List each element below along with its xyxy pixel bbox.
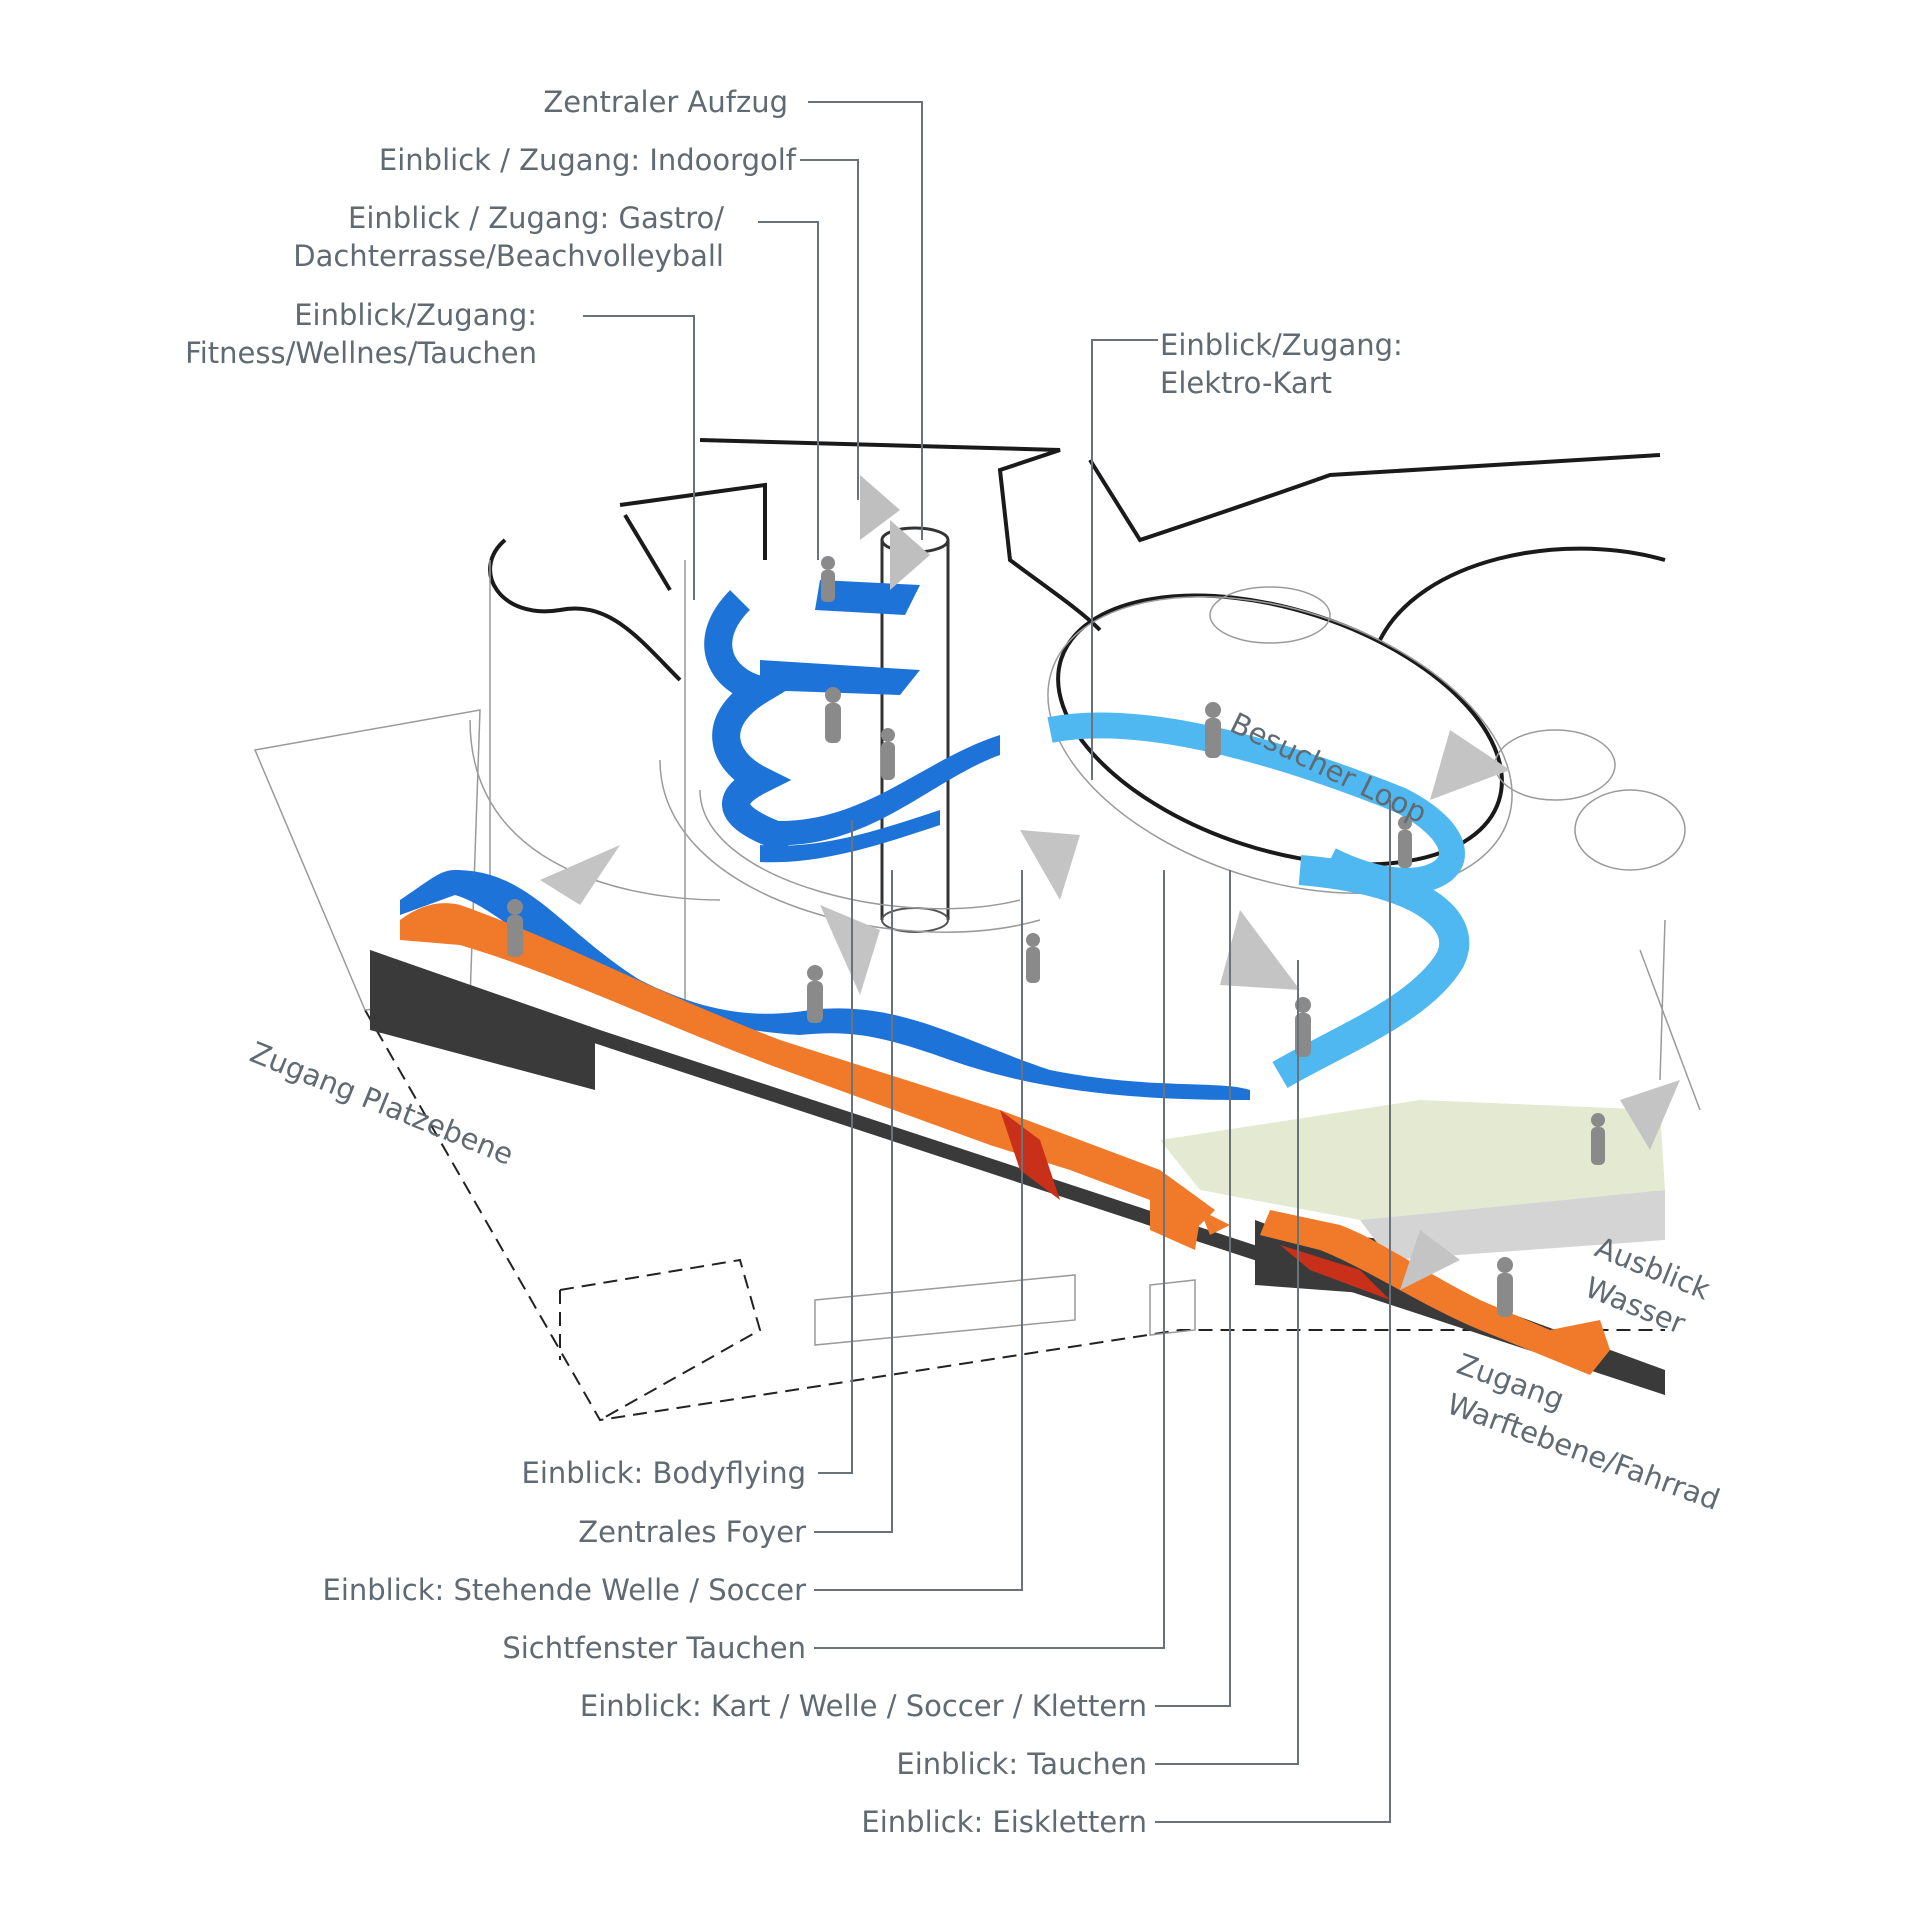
label-sichtfenster: Sichtfenster Tauchen — [502, 1631, 806, 1665]
sightline-cones — [540, 475, 1680, 1290]
person — [1026, 933, 1040, 983]
label-fitness-line2: Fitness/Wellnes/Tauchen — [185, 336, 537, 370]
person — [821, 556, 835, 602]
label-eisklettern: Einblick: Eisklettern — [861, 1805, 1147, 1839]
label-elektro-line2: Elektro-Kart — [1160, 366, 1332, 400]
label-tauchen: Einblick: Tauchen — [896, 1747, 1147, 1781]
label-kart-welle: Einblick: Kart / Welle / Soccer / Klette… — [580, 1689, 1147, 1723]
person — [507, 899, 523, 957]
label-zentrales-foyer: Zentrales Foyer — [578, 1515, 806, 1549]
label-warft-line2: Warftebene/Fahrrad — [1443, 1387, 1725, 1517]
label-elektro-line1: Einblick/Zugang: — [1160, 328, 1403, 362]
label-indoorgolf: Einblick / Zugang: Indoorgolf — [379, 143, 797, 177]
person — [825, 687, 841, 743]
orange-access-path — [400, 903, 1610, 1375]
leader-lines — [583, 101, 1391, 1823]
person — [1497, 1257, 1513, 1317]
label-gastro-line1: Einblick / Zugang: Gastro/ — [348, 201, 724, 235]
lower-level-outline — [364, 1009, 1665, 1422]
red-stairs — [1000, 1110, 1390, 1300]
person — [881, 728, 895, 780]
person — [1591, 1113, 1605, 1165]
person — [1205, 702, 1221, 758]
label-stehende-welle: Einblick: Stehende Welle / Soccer — [323, 1573, 807, 1607]
label-fitness-line1: Einblick/Zugang: — [294, 298, 537, 332]
label-bodyflying: Einblick: Bodyflying — [522, 1456, 807, 1490]
label-besucher-loop: Besucher Loop — [1225, 706, 1432, 830]
blue-visitor-path — [400, 580, 1250, 1100]
person — [1398, 816, 1412, 868]
person — [807, 965, 823, 1023]
label-gastro-line2: Dachterrasse/Beachvolleyball — [293, 239, 724, 273]
cafe-terrace — [1160, 1100, 1665, 1260]
label-zentraler-aufzug: Zentraler Aufzug — [543, 85, 788, 119]
besucher-loop-path — [1047, 712, 1470, 1088]
